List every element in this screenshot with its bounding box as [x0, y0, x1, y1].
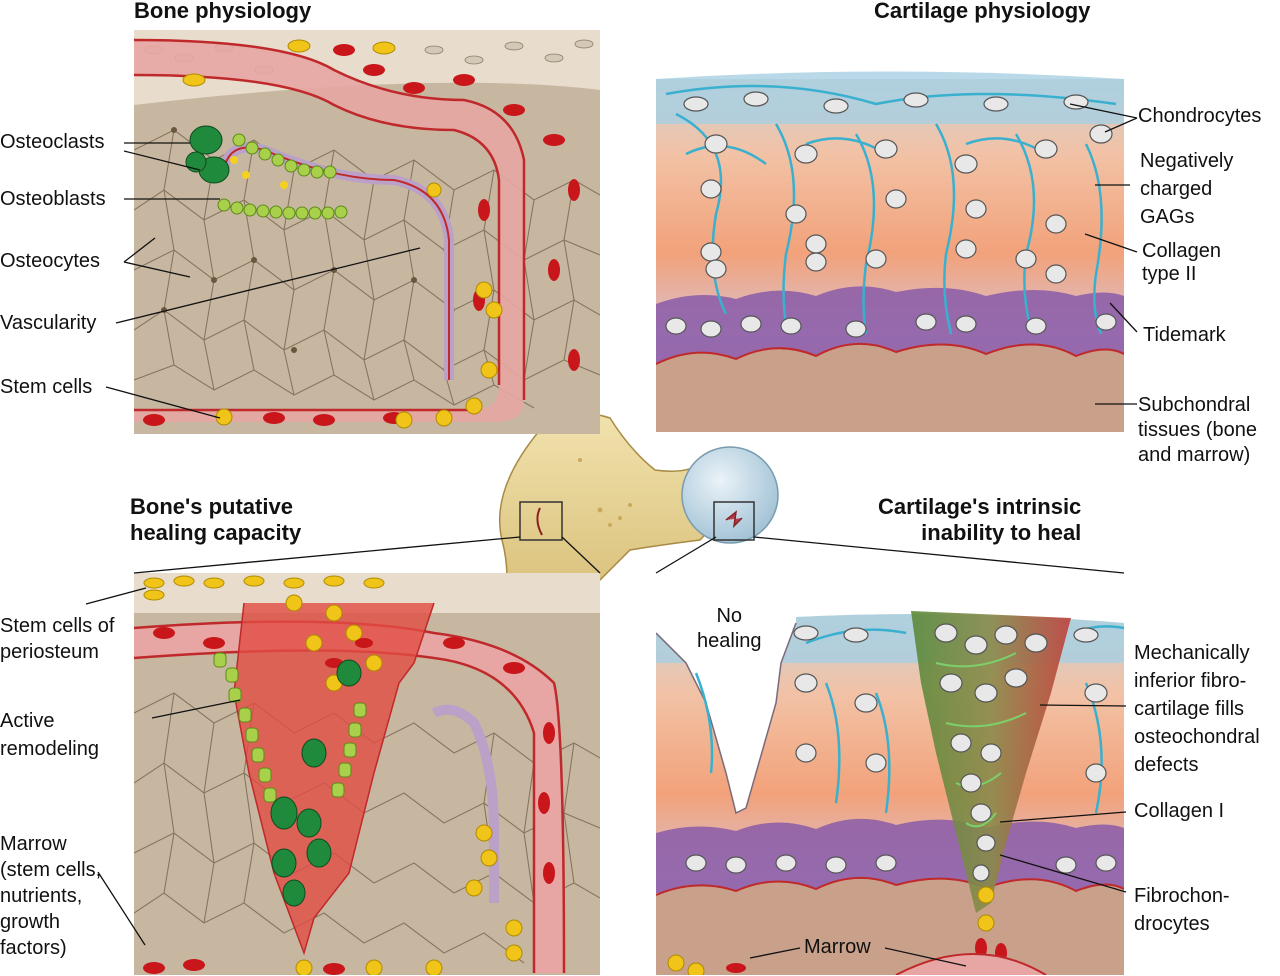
label-collagen-ii: Collagen type II — [1142, 240, 1221, 285]
label-subchondral: Subchondral tissues (bone and marrow) — [1138, 394, 1257, 466]
cartilage-physiology-panel — [656, 34, 1124, 432]
label-fibrochondrocytes: Fibrochon- drocytes — [1134, 885, 1230, 935]
label-marrow-cartilage: Marrow — [804, 936, 871, 958]
label-stem-periosteum: Stem cells of periosteum — [0, 615, 115, 663]
label-chondrocytes: Chondrocytes — [1138, 105, 1262, 127]
bone-physiology-panel — [134, 30, 600, 434]
bone-zoom-box — [519, 501, 563, 541]
label-tidemark: Tidemark — [1143, 324, 1226, 346]
title-bone-healing: Bone's putative healing capacity — [130, 494, 302, 545]
bone-healing-panel — [134, 573, 600, 975]
label-marrow-bone: Marrow (stem cells, nutrients, growth fa… — [0, 833, 102, 959]
label-stem-cells: Stem cells — [0, 376, 93, 398]
label-osteoblasts: Osteoblasts — [0, 188, 106, 210]
label-vascularity: Vascularity — [0, 312, 97, 334]
tidemark-layer — [656, 286, 1124, 364]
label-no-healing: No healing — [697, 605, 762, 652]
title-cartilage-healing: Cartilage's intrinsic inability to heal — [878, 494, 1082, 545]
label-osteoclasts: Osteoclasts — [0, 131, 105, 153]
label-collagen-i: Collagen I — [1134, 800, 1225, 822]
osteoblast-row — [217, 133, 348, 220]
subchondral-boundary — [656, 343, 1124, 432]
title-cartilage-physiology: Cartilage physiology — [874, 0, 1091, 23]
label-gags: Negatively charged GAGs — [1140, 150, 1234, 228]
label-osteocytes: Osteocytes — [0, 250, 101, 272]
cartilage-zoom-box — [713, 501, 755, 541]
label-active-remodeling: Active remodeling — [0, 710, 99, 760]
femoral-head — [681, 446, 779, 544]
femur-illustration — [498, 412, 779, 600]
stem-cells-yellow — [182, 39, 503, 429]
label-fibrocartilage: Mechanically inferior fibro- cartilage f… — [1134, 642, 1260, 776]
title-bone-physiology: Bone physiology — [134, 0, 312, 23]
chondrocyte-cells — [665, 91, 1117, 338]
